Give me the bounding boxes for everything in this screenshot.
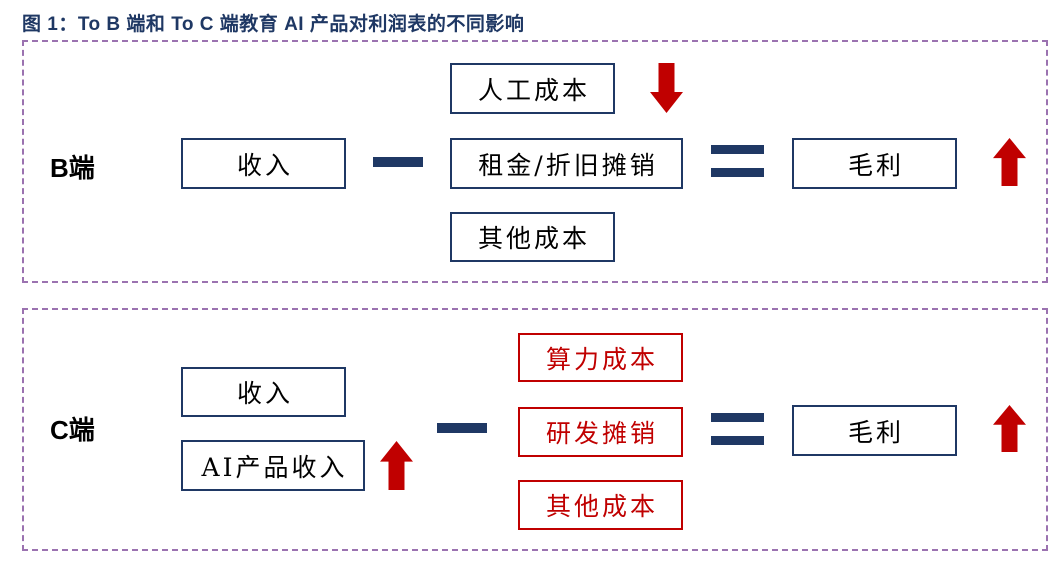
minus-icon: [437, 423, 487, 433]
to-c-label: C端: [50, 415, 95, 445]
arrow-down-icon: [650, 63, 683, 113]
arrow-up-icon: [993, 405, 1026, 452]
equals-bar-top: [711, 413, 764, 422]
to-b-labor-cost-box: 人工成本: [450, 63, 615, 114]
to-c-compute-cost-box: 算力成本: [518, 333, 683, 382]
minus-icon: [373, 157, 423, 167]
to-c-other-cost-box: 其他成本: [518, 480, 683, 530]
to-b-other-cost-box: 其他成本: [450, 212, 615, 262]
to-b-revenue-box: 收入: [181, 138, 346, 189]
to-c-gross-profit-box: 毛利: [792, 405, 957, 456]
to-c-frame: [22, 308, 1048, 551]
arrow-up-icon: [993, 138, 1026, 186]
to-b-label: B端: [50, 153, 95, 183]
arrow-up-icon: [380, 441, 413, 490]
to-b-gross-profit-box: 毛利: [792, 138, 957, 189]
equals-bar-bottom: [711, 436, 764, 445]
figure-title: 图 1：To B 端和 To C 端教育 AI 产品对利润表的不同影响: [22, 14, 525, 35]
to-b-frame: [22, 40, 1048, 283]
to-c-rd-amortization-box: 研发摊销: [518, 407, 683, 457]
equals-bar-top: [711, 145, 764, 154]
to-b-rent-depreciation-box: 租金/折旧摊销: [450, 138, 683, 189]
to-c-ai-product-revenue-box: AI产品收入: [181, 440, 365, 491]
to-c-revenue-box: 收入: [181, 367, 346, 417]
equals-bar-bottom: [711, 168, 764, 177]
